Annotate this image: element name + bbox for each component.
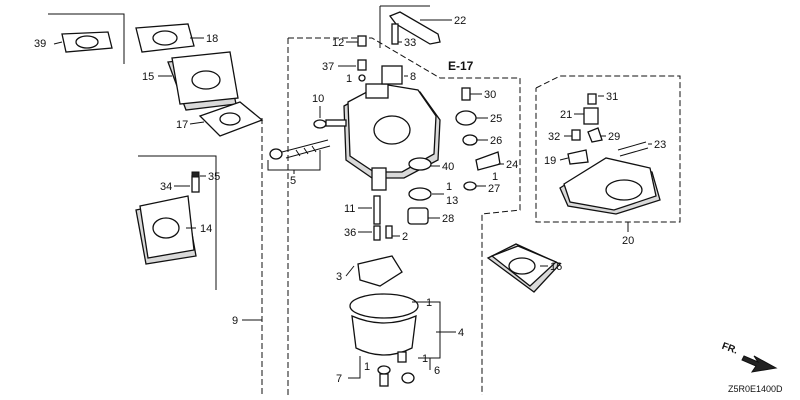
jet-34-35-shape (191, 171, 200, 193)
screw-12-37-shape (357, 35, 367, 82)
screw-27-shape (463, 181, 477, 191)
part-label-16: 16 (550, 261, 562, 273)
part-label-35: 35 (208, 171, 220, 183)
part-label-33: 33 (404, 37, 416, 49)
part-label-22: 22 (454, 15, 466, 27)
float-valve-25-shape (455, 110, 477, 126)
front-direction-label: FR. (720, 341, 739, 357)
part-label-28: 28 (442, 213, 454, 225)
part-label-6: 6 (434, 365, 440, 377)
part-label-31: 31 (606, 91, 618, 103)
part-label-29: 29 (608, 131, 620, 143)
part-label-20: 20 (622, 235, 634, 247)
part-label-14: 14 (200, 223, 212, 235)
choke-parts-shape (559, 93, 661, 215)
gasket-17-shape (198, 101, 264, 137)
part-label-10: 10 (312, 93, 324, 105)
part-label-2: 2 (402, 231, 408, 243)
throttle-stop-screw-5-shape (269, 139, 331, 160)
lever-22-shape (388, 11, 441, 45)
part-label-40: 40 (442, 161, 454, 173)
jet-36-2-shape (373, 225, 393, 241)
part-label-34: 34 (160, 181, 172, 193)
part-label-1-d: 1 (426, 297, 432, 309)
gasket-39-shape (61, 31, 113, 53)
insulator-bracket-frame (138, 155, 217, 290)
float-3-shape (357, 255, 403, 287)
lever-22-frame (379, 5, 430, 48)
insulator-15-shape (167, 51, 239, 111)
part-label-8: 8 (410, 71, 416, 83)
part-label-4: 4 (458, 327, 464, 339)
part-label-9: 9 (232, 315, 238, 327)
gasket-8-shape (381, 65, 403, 85)
part-label-18: 18 (206, 33, 218, 45)
reference-label-e17: E-17 (448, 59, 474, 73)
part-label-21: 21 (560, 109, 572, 121)
part-label-1-b: 1 (492, 171, 498, 183)
carburetor-assembly-outline (261, 37, 521, 395)
part-label-37: 37 (322, 61, 334, 73)
front-arrow-icon (741, 355, 778, 373)
part-label-5: 5 (290, 175, 296, 187)
diagram-code: Z5R0E1400D (728, 384, 783, 394)
part-label-24: 24 (506, 159, 518, 171)
part-label-1-c: 1 (446, 181, 452, 193)
part-label-23: 23 (654, 139, 666, 151)
part-label-13: 13 (446, 195, 458, 207)
part-label-7: 7 (336, 373, 342, 385)
part-label-1-a: 1 (346, 73, 352, 85)
part-label-32: 32 (548, 131, 560, 143)
part-label-26: 26 (490, 135, 502, 147)
o-ring-13-shape (408, 187, 432, 201)
float-40-24-shape (408, 151, 501, 171)
pilot-screw-10-shape (313, 119, 347, 129)
float-chamber-4-shape (349, 293, 419, 356)
part-label-3: 3 (336, 271, 342, 283)
part-label-25: 25 (490, 113, 502, 125)
part-label-39: 39 (34, 38, 46, 50)
part-label-27: 27 (488, 183, 500, 195)
needle-jet-11-shape (373, 195, 381, 225)
part-label-group: 39 18 15 17 12 37 1 8 22 33 E-17 10 30 2… (34, 15, 783, 394)
washer-26-shape (462, 134, 478, 146)
carburetor-body-shape (343, 83, 441, 191)
screw-30-shape (461, 87, 471, 101)
bolts-7-6-shape (377, 351, 415, 387)
part-label-1-e: 1 (364, 361, 370, 373)
part-label-30: 30 (484, 89, 496, 101)
insulator-14-shape (135, 195, 197, 265)
part-label-17: 17 (176, 119, 188, 131)
gasket-18-shape (135, 23, 195, 53)
part-label-12: 12 (332, 37, 344, 49)
part-label-1-f: 1 (422, 353, 428, 365)
part-label-15: 15 (142, 71, 154, 83)
leader-lines (53, 19, 652, 379)
part-label-36: 36 (344, 227, 356, 239)
choke-assembly-outline (535, 75, 681, 223)
gasket-39-frame (48, 13, 125, 64)
jet-28-shape (407, 207, 429, 225)
part-label-11: 11 (344, 203, 355, 215)
part-label-19: 19 (544, 155, 556, 167)
gasket-16-shape (486, 243, 562, 293)
